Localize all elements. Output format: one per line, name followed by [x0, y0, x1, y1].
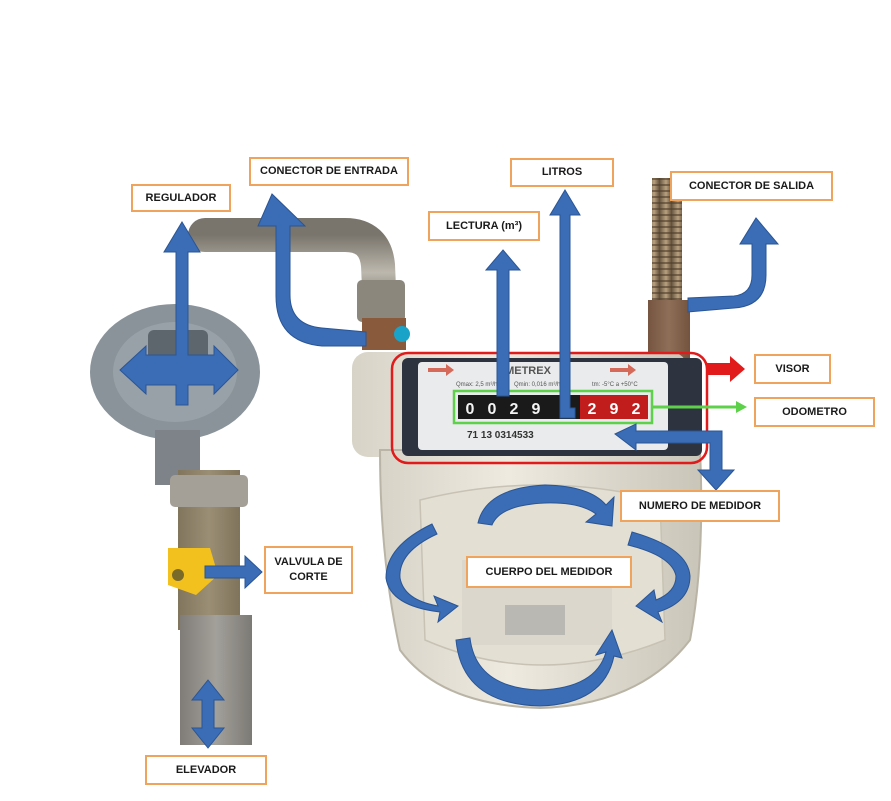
- meter-brand: METREX: [505, 365, 552, 377]
- label-cuerpo-medidor: CUERPO DEL MEDIDOR: [466, 556, 632, 588]
- outlet-connector-arrow: [688, 218, 778, 312]
- odometer-red-digit-1: 9: [610, 401, 619, 418]
- inlet-nut: [357, 280, 405, 322]
- odometer-red-digit-0: 2: [588, 401, 597, 418]
- odometer-digit-0: 0: [466, 401, 475, 418]
- visor-arrow: [707, 356, 745, 382]
- meter-qmax: Qmax: 2,5 m³/h: [456, 382, 497, 388]
- label-valvula-corte: VALVULA DE CORTE: [264, 546, 353, 594]
- odometer-red-digit-2: 2: [632, 401, 641, 418]
- odometer-digit-3: 9: [532, 401, 541, 418]
- label-conector-salida: CONECTOR DE SALIDA: [670, 171, 833, 201]
- label-elevador: ELEVADOR: [145, 755, 267, 785]
- label-visor: VISOR: [754, 354, 831, 384]
- meter-serial: 71 13 0314533: [467, 430, 534, 441]
- label-lectura: LECTURA (m³): [428, 211, 540, 241]
- odometer-digit-1: 0: [488, 401, 497, 418]
- blue-seal: [394, 326, 410, 342]
- label-regulador: REGULADOR: [131, 184, 231, 212]
- inlet-connector-arrow: [258, 194, 366, 346]
- odometro-arrow-head: [736, 401, 747, 413]
- label-numero-medidor: NUMERO DE MEDIDOR: [620, 490, 780, 522]
- meter-temp: tm: -5°C a +50°C: [592, 382, 638, 388]
- label-conector-entrada: CONECTOR DE ENTRADA: [249, 157, 409, 186]
- label-litros: LITROS: [510, 158, 614, 187]
- odometer-digit-2: 2: [510, 401, 519, 418]
- odometer-digits-red: 292: [588, 401, 641, 418]
- meter-qmin: Qmin: 0,016 m³/h: [514, 382, 560, 388]
- inlet-pipe: [205, 235, 380, 310]
- label-odometro: ODOMETRO: [754, 397, 875, 427]
